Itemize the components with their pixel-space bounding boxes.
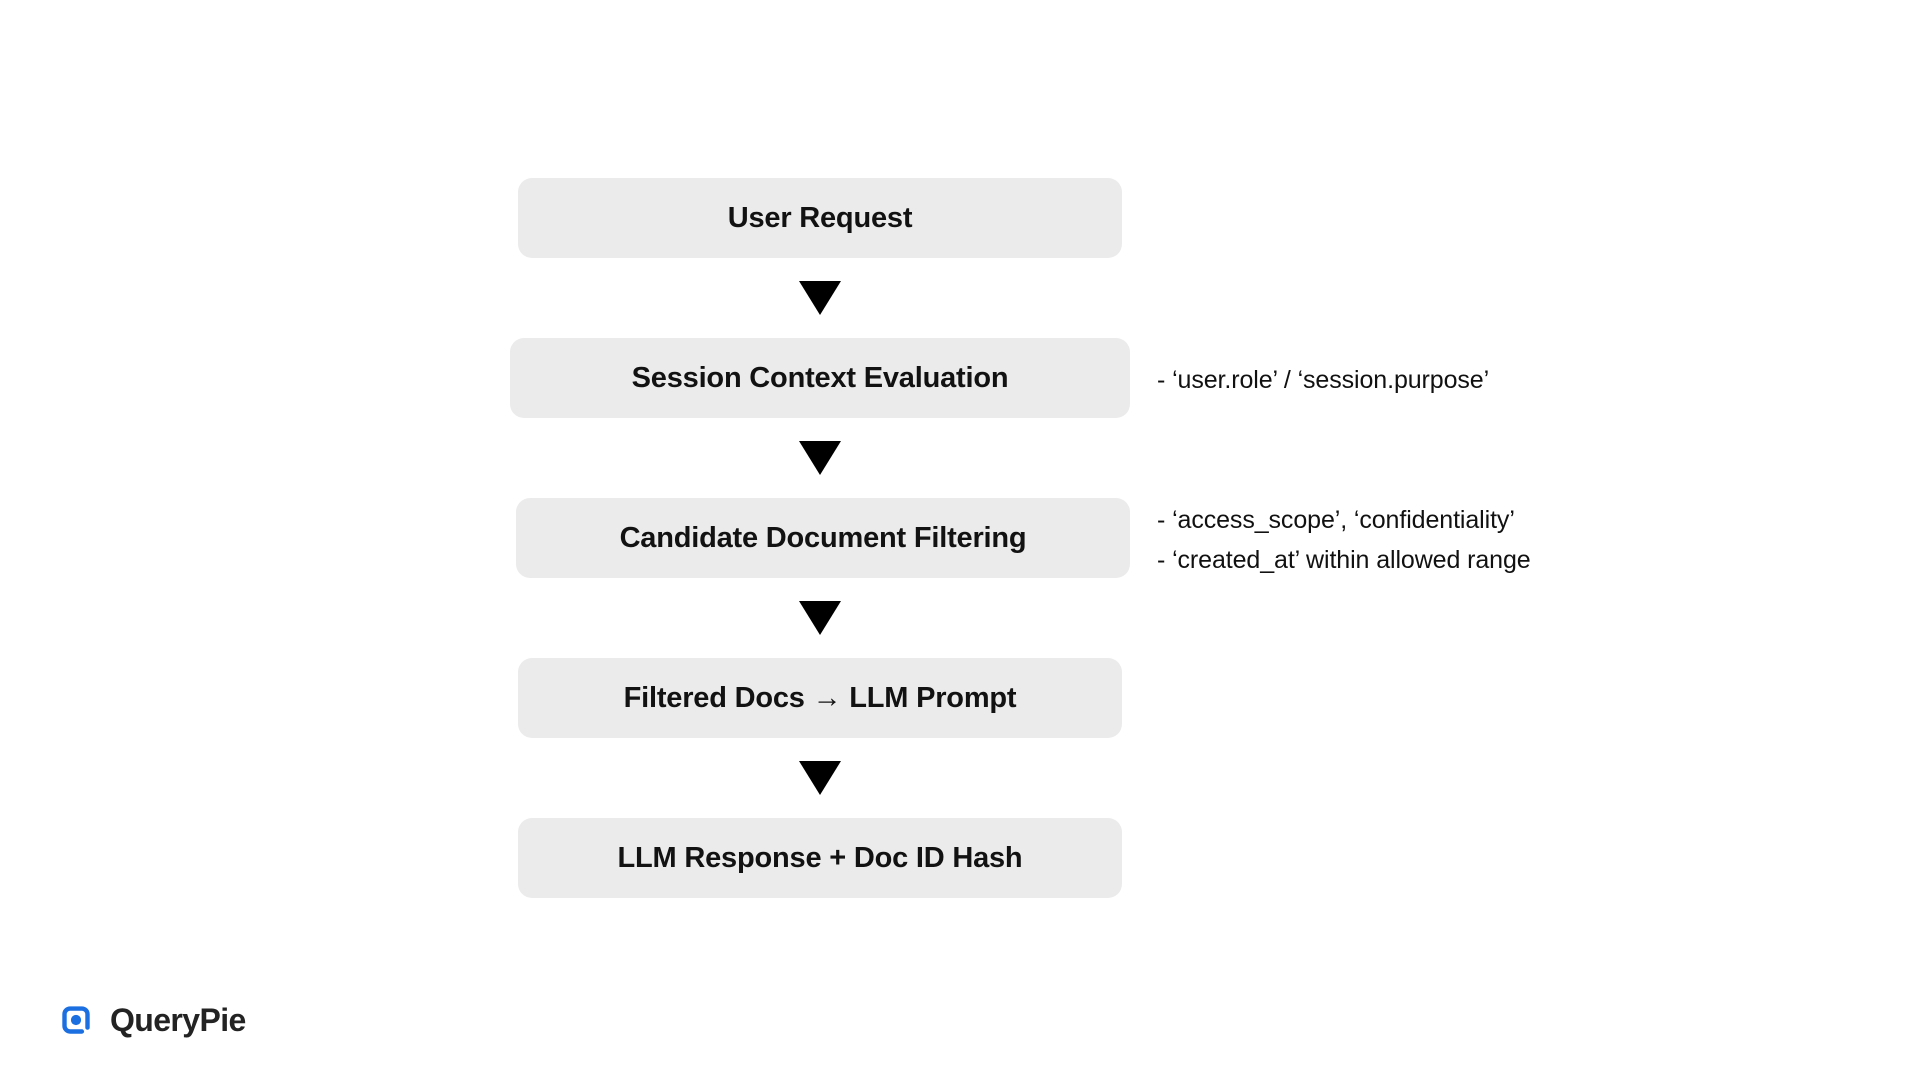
flow-node-user-request[interactable]: User Request (518, 178, 1122, 258)
querypie-logo-icon (62, 1006, 90, 1034)
flow-step-2: Session Context Evaluation (510, 338, 1130, 418)
annotation-session-context: - ‘user.role’ / ‘session.purpose’ (1157, 360, 1489, 400)
annotation-candidate-filtering: - ‘access_scope’, ‘confidentiality’ - ‘c… (1157, 500, 1531, 580)
flow-node-session-context-evaluation[interactable]: Session Context Evaluation (510, 338, 1130, 418)
flow-node-llm-response-doc-id-hash[interactable]: LLM Response + Doc ID Hash (518, 818, 1122, 898)
triangle-down-icon (799, 601, 841, 635)
connector-4-arrow-down (518, 738, 1122, 818)
flow-node-label: Candidate Document Filtering (619, 521, 1027, 554)
flow-node-label: LLM Response + Doc ID Hash (617, 841, 1023, 874)
flow-node-label: User Request (727, 201, 913, 234)
annotation-line: - ‘access_scope’, ‘confidentiality’ (1157, 506, 1515, 534)
flow-step-5: LLM Response + Doc ID Hash (510, 818, 1130, 898)
connector-2-arrow-down (518, 418, 1122, 498)
flow-node-filtered-docs-llm-prompt[interactable]: Filtered Docs → LLM Prompt (518, 658, 1122, 738)
annotation-line: - ‘user.role’ / ‘session.purpose’ (1157, 366, 1490, 394)
brand-name: QueryPie (110, 1002, 246, 1038)
flow-step-1: User Request (510, 178, 1130, 258)
flowchart: User Request Session Context Evaluation … (510, 178, 1130, 898)
flow-step-4: Filtered Docs → LLM Prompt (510, 658, 1130, 738)
connector-1-arrow-down (518, 258, 1122, 338)
connector-3-arrow-down (518, 578, 1122, 658)
flow-node-label: Filtered Docs → LLM Prompt (623, 681, 1017, 714)
triangle-down-icon (799, 281, 841, 315)
flow-node-label: Session Context Evaluation (631, 361, 1009, 394)
triangle-down-icon (799, 761, 841, 795)
brand-logo: QueryPie (56, 1000, 246, 1040)
flow-step-3: Candidate Document Filtering (510, 498, 1130, 578)
flow-node-candidate-document-filtering[interactable]: Candidate Document Filtering (516, 498, 1130, 578)
triangle-down-icon (799, 441, 841, 475)
annotation-line: - ‘created_at’ within allowed range (1157, 546, 1531, 574)
